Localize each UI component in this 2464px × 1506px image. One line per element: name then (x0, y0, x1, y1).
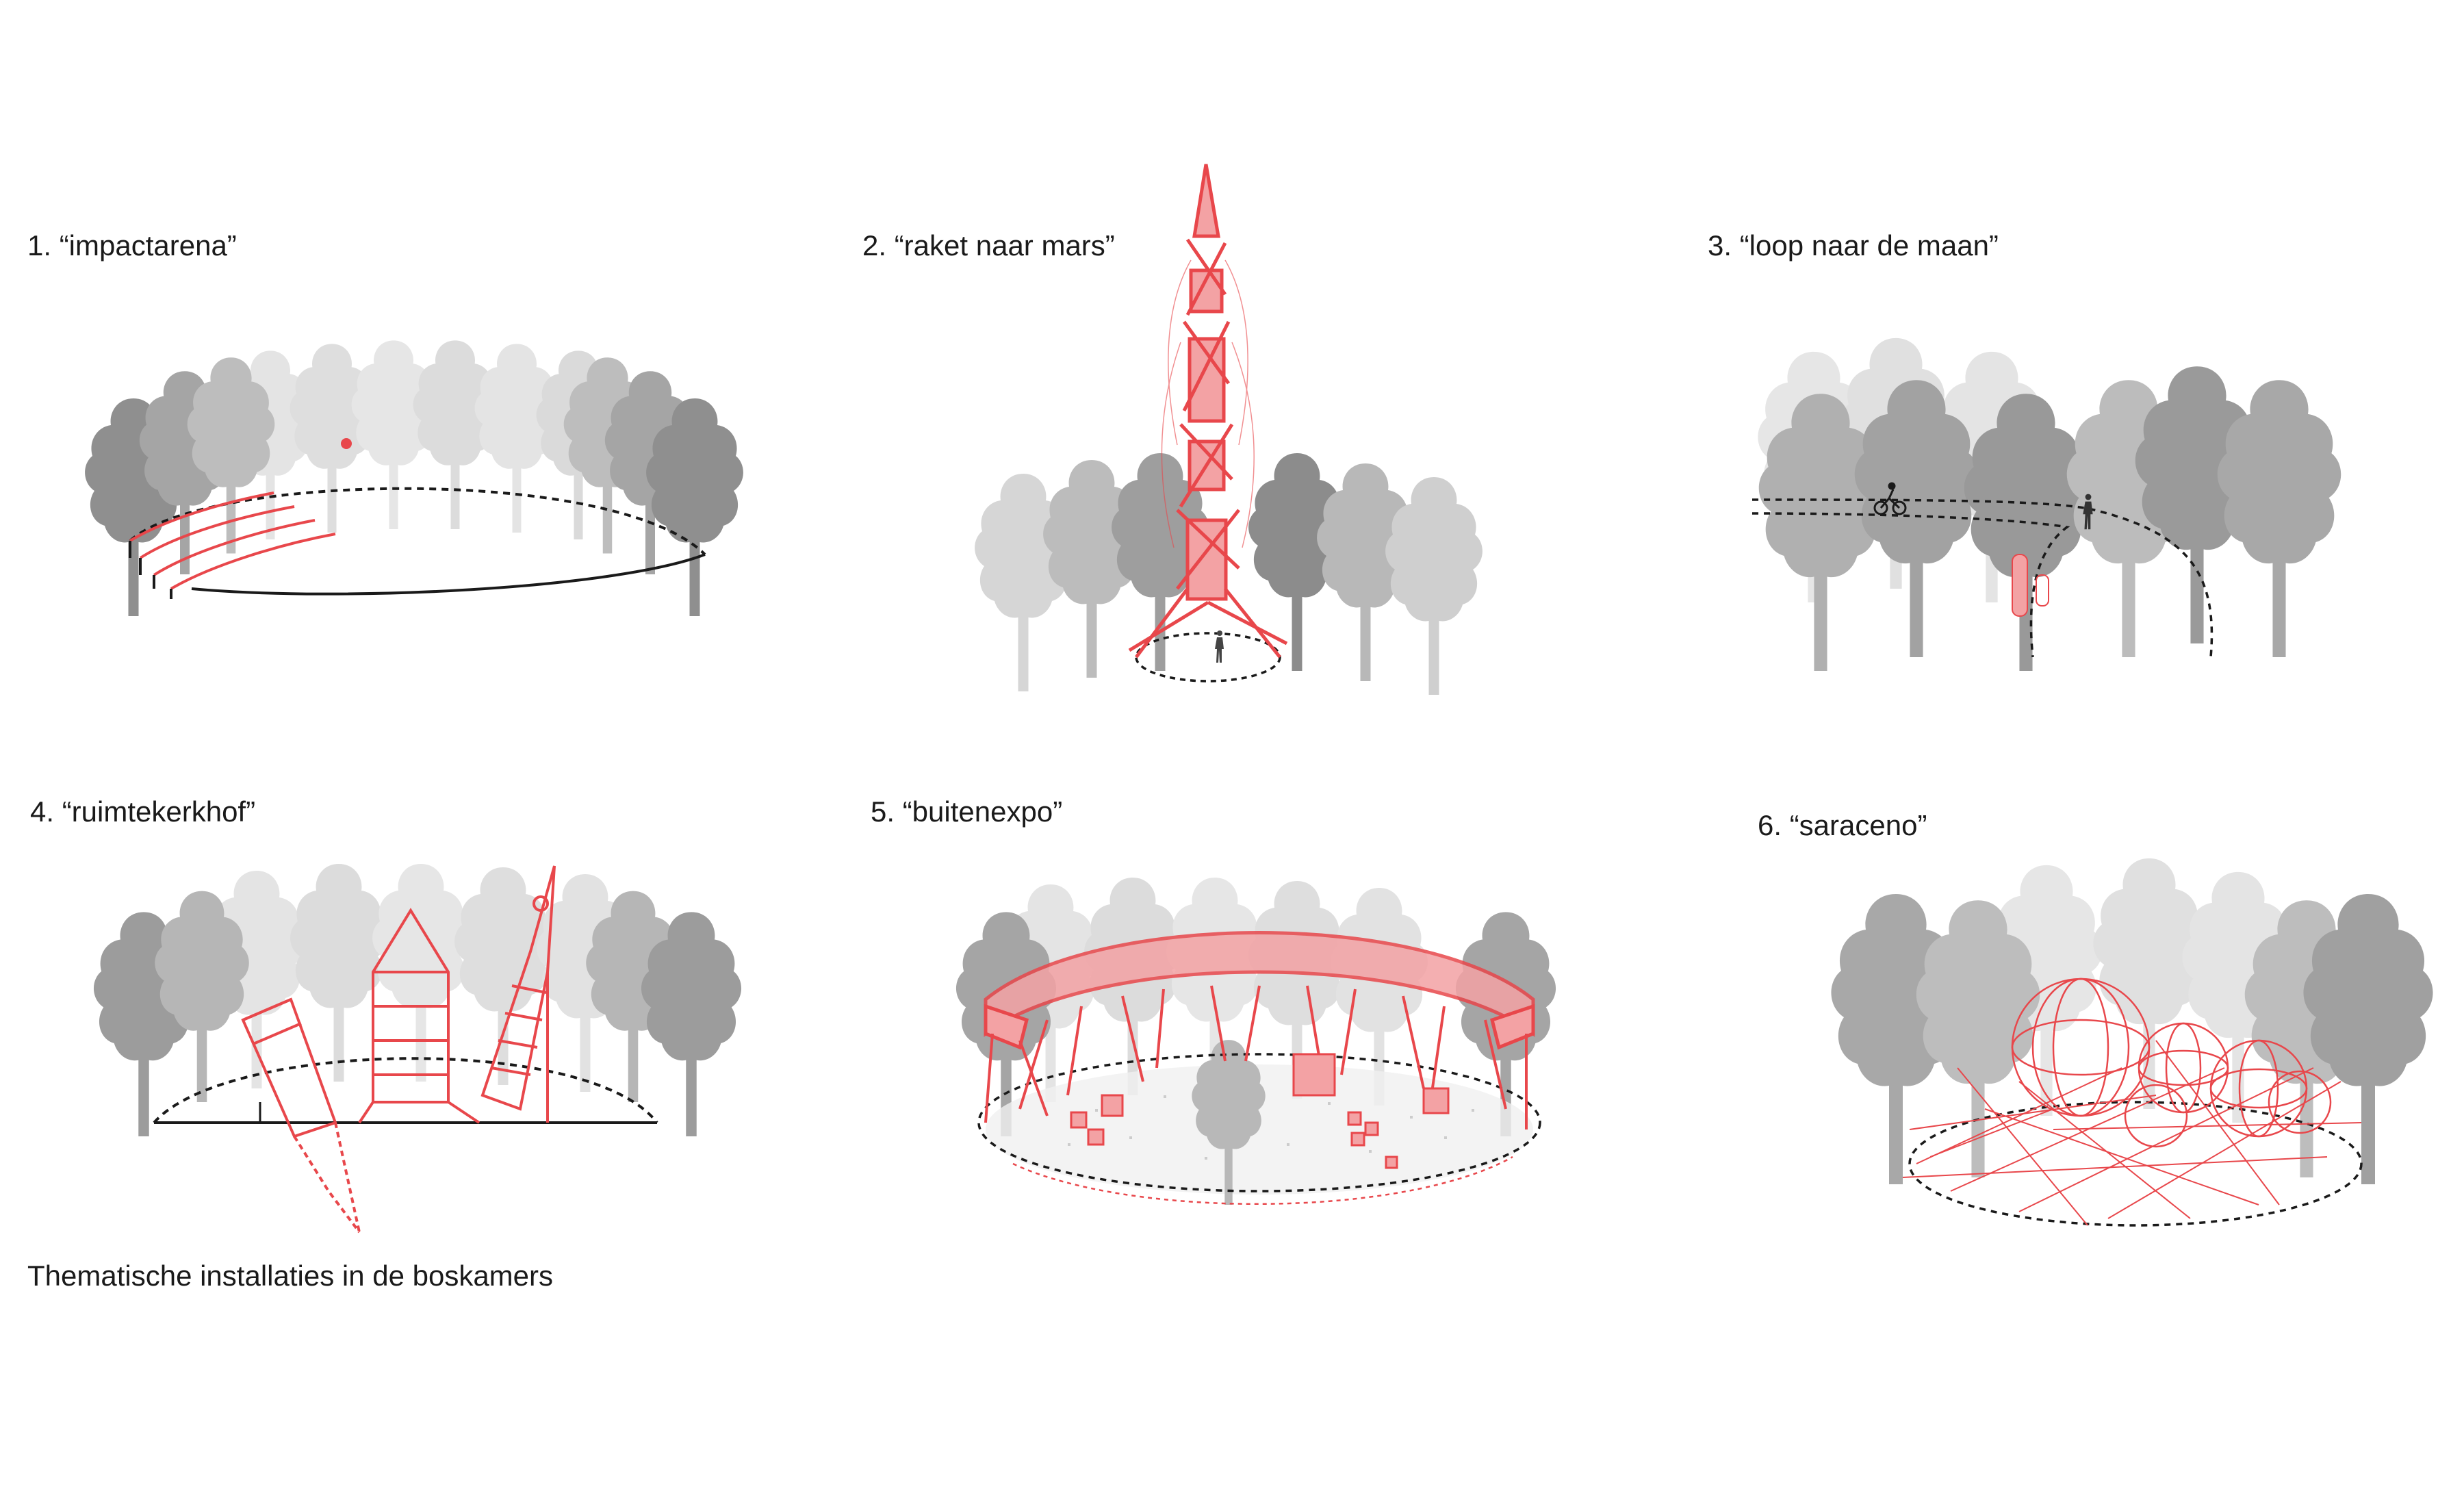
panel-label-impactarena: 1. “impactarena” (27, 229, 237, 261)
panel-buitenexpo (955, 878, 1556, 1205)
cloud-spheres (2011, 978, 2332, 1148)
cloud-web-lines (1902, 1040, 2362, 1226)
moon-installation (2012, 554, 2049, 617)
cyclist-icon (1873, 482, 1907, 515)
tree-ring-back (208, 864, 634, 1092)
impact-point (341, 438, 352, 449)
arena-steps (129, 541, 172, 599)
caption: Thematische installaties in de boskamers (27, 1260, 554, 1292)
expo-boundary-red (1012, 1156, 1513, 1205)
rocket-cables (1161, 259, 1255, 548)
graveyard-boundary-back (153, 1057, 658, 1124)
panel-saraceno (1831, 858, 2433, 1227)
panel-label-loop: 3. “loop naar de maan” (1708, 229, 1999, 261)
panel-loop (1751, 337, 2341, 671)
tree-ring-back (228, 340, 621, 539)
person-icon (1215, 630, 1224, 663)
rocket-tower (1128, 164, 1288, 659)
panel-ruimtekerkhof (93, 864, 742, 1234)
tree-grove (1758, 337, 2341, 671)
panel-label-ruimtekerkhof: 4. “ruimtekerkhof” (30, 795, 256, 828)
arena-boundary-front (191, 553, 706, 596)
tree-cluster-back (975, 453, 1483, 695)
expo-boundary (977, 1053, 1541, 1192)
arena-boundary-back (129, 487, 706, 556)
panel-label-raket: 2. “raket naar mars” (862, 229, 1115, 261)
panel-label-buitenexpo: 5. “buitenexpo” (871, 795, 1063, 828)
expo-cubes (1070, 1053, 1450, 1169)
panel-label-saraceno: 6. “saraceno” (1758, 809, 1927, 841)
loop-path-lower (1751, 512, 2070, 658)
saraceno-boundary (1908, 1101, 2363, 1227)
panel-raket (975, 164, 1483, 695)
arena-seating-arcs (129, 492, 336, 590)
panel-impactarena (85, 340, 743, 616)
rocket-wrecks (241, 865, 556, 1234)
expo-canopy (984, 931, 1535, 1050)
